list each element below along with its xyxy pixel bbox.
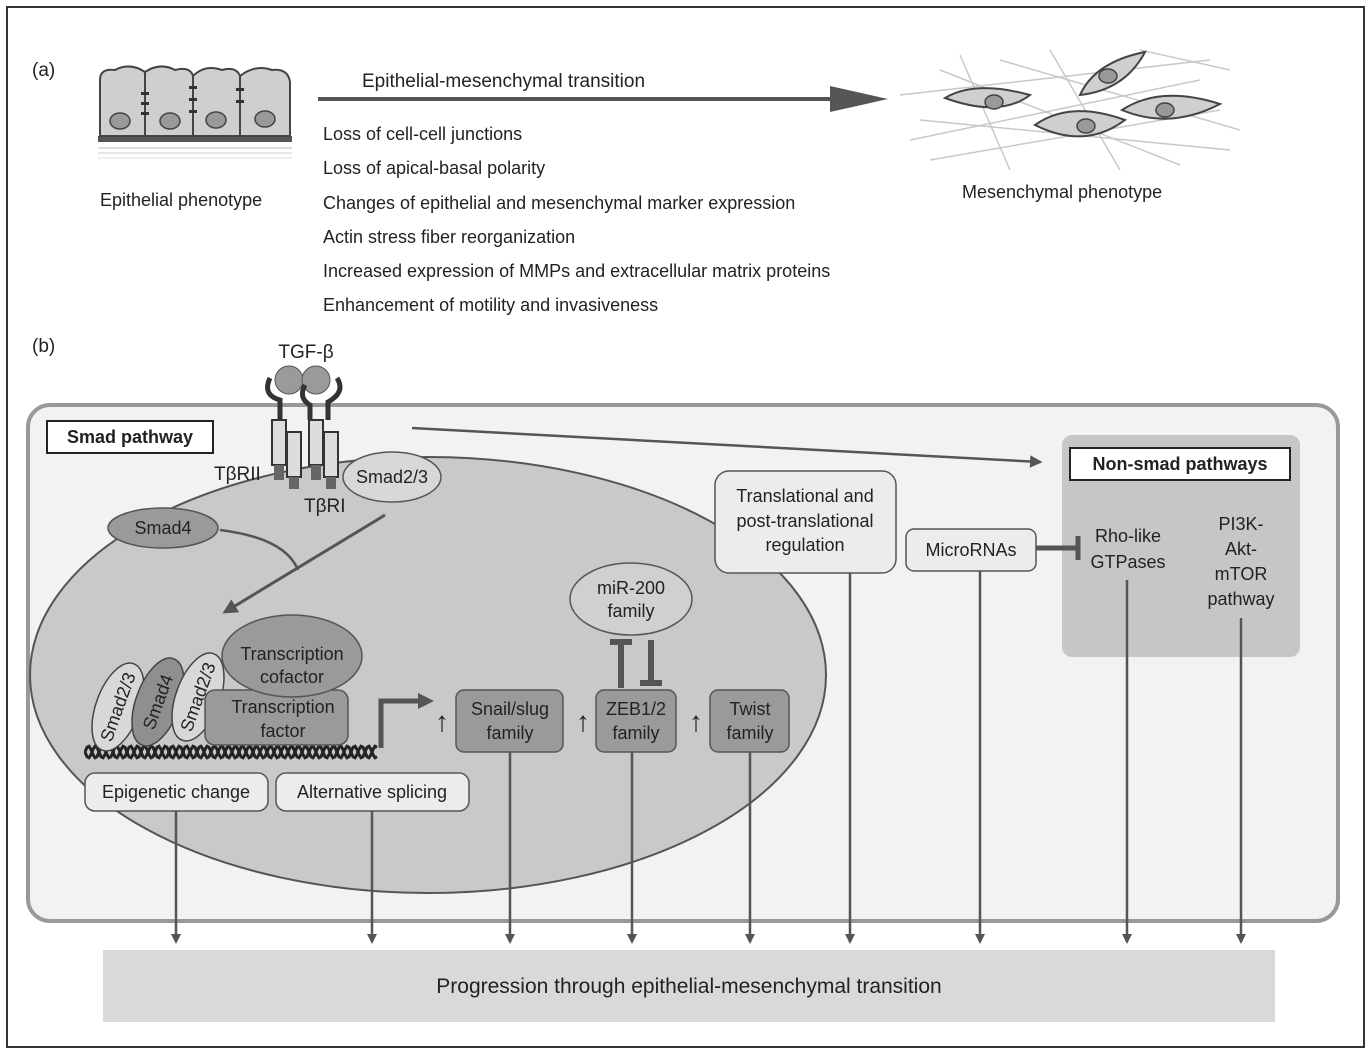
- alternative-splicing-label: Alternative splicing: [297, 782, 447, 802]
- snail-line2: family: [486, 723, 533, 743]
- smad23-bubble: [342, 451, 442, 503]
- twist-line1: Twist: [729, 699, 770, 719]
- up-arrow: ↑: [435, 706, 449, 737]
- mir200-line1: miR-200: [597, 578, 665, 598]
- transcription-cofactor-bubble: [221, 614, 363, 698]
- cofactor-line2: cofactor: [260, 667, 324, 687]
- emt-changes-list: Loss of cell-cell junctions Loss of apic…: [323, 124, 830, 315]
- progression-label: Progression through epithelial-mesenchym…: [436, 975, 941, 998]
- up-arrow: ↑: [689, 706, 703, 737]
- mir200-line2: family: [607, 601, 654, 621]
- translational-regulation-box: [714, 470, 897, 574]
- progression-bar: [103, 950, 1275, 1022]
- non-smad-title: Non-smad pathways: [1092, 454, 1267, 474]
- epithelial-phenotype-label: Epithelial phenotype: [100, 190, 262, 210]
- pi3k-line1: PI3K-: [1218, 514, 1263, 534]
- micrornas-rho-inhibition: [1036, 536, 1081, 560]
- mir200-zeb-inhibition: [610, 639, 662, 688]
- tgf-beta-label: TGF-β: [278, 342, 333, 363]
- pi3k-line2: Akt-: [1225, 539, 1257, 559]
- tfactor-line1: Transcription: [231, 697, 334, 717]
- translational-line1: Translational and: [736, 486, 873, 506]
- change-item: Actin stress fiber reorganization: [323, 227, 575, 247]
- tbetari-label: TβRI: [304, 496, 346, 517]
- smad4-join-line: [219, 528, 300, 571]
- change-item: Increased expression of MMPs and extrace…: [323, 261, 830, 281]
- tgf-to-nonsmad-arrow: [411, 426, 1043, 468]
- micrornas-label: MicroRNAs: [925, 540, 1016, 560]
- up-arrow: ↑: [576, 706, 590, 737]
- change-item: Loss of cell-cell junctions: [323, 124, 522, 144]
- tgf-beta-receptor-complex: [265, 365, 343, 489]
- panel-a-label: (a): [32, 60, 55, 81]
- rho-line1: Rho-like: [1095, 526, 1161, 546]
- pi3k-line4: pathway: [1207, 589, 1274, 609]
- mesenchymal-cells-illustration: [899, 49, 1241, 171]
- pi3k-line3: mTOR: [1215, 564, 1268, 584]
- epithelial-cells-illustration: [98, 65, 292, 159]
- dna-strand: [83, 744, 378, 760]
- change-item: Changes of epithelial and mesenchymal ma…: [323, 193, 795, 213]
- mir200-bubble: [569, 562, 693, 636]
- cofactor-line1: Transcription: [240, 644, 343, 664]
- translational-line2: post-translational: [736, 511, 873, 531]
- translational-line3: regulation: [765, 535, 844, 555]
- smad4-bubble: [107, 507, 219, 549]
- non-smad-title-box: [1069, 447, 1291, 481]
- change-item: Loss of apical-basal polarity: [323, 158, 545, 178]
- non-smad-box: [1062, 435, 1300, 657]
- smad23-label: Smad2/3: [356, 467, 428, 487]
- tbetarii-label: TβRII: [214, 464, 261, 485]
- emt-title: Epithelial-mesenchymal transition: [362, 71, 645, 92]
- panel-b-label: (b): [32, 336, 55, 357]
- zeb-box: [595, 689, 677, 753]
- tfactor-line2: factor: [260, 721, 305, 741]
- change-item: Enhancement of motility and invasiveness: [323, 295, 658, 315]
- zeb-line2: family: [612, 723, 659, 743]
- mesenchymal-phenotype-label: Mesenchymal phenotype: [962, 182, 1162, 202]
- rho-line2: GTPases: [1090, 552, 1165, 572]
- snail-line1: Snail/slug: [471, 699, 549, 719]
- emt-arrowhead: [830, 86, 888, 112]
- epigenetic-change-label: Epigenetic change: [102, 782, 250, 802]
- smad-pathway-box: [46, 420, 214, 454]
- smad4-label: Smad4: [134, 518, 191, 538]
- zeb-line1: ZEB1/2: [606, 699, 666, 719]
- twist-line2: family: [726, 723, 773, 743]
- transcription-start-arrowhead: [418, 693, 434, 709]
- progression-arrows: [171, 571, 1246, 944]
- transcription-start-arrow: [378, 698, 420, 748]
- smad23-to-nucleus-arrow: [222, 513, 386, 614]
- smad-pathway-label: Smad pathway: [67, 427, 193, 447]
